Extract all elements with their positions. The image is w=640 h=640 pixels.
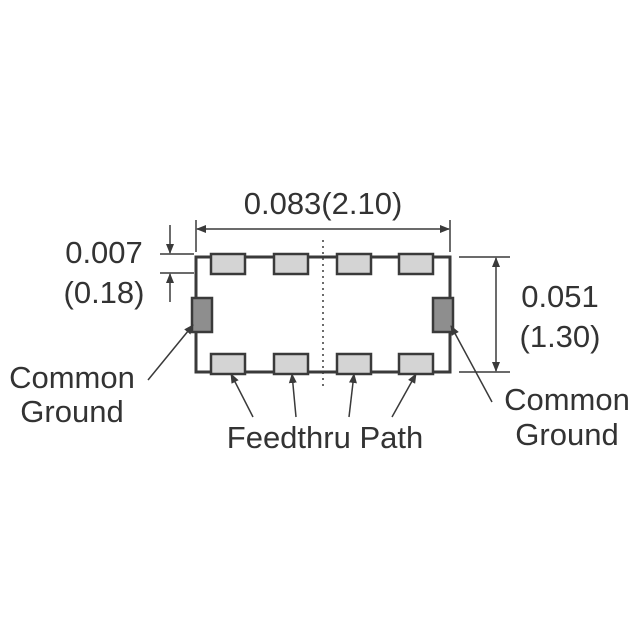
top-pad-4: [397, 252, 435, 276]
left-ground-pad: [190, 296, 214, 334]
top-pad-1: [209, 252, 247, 276]
top-pad-2: [272, 252, 310, 276]
left-ground-leader: [147, 324, 194, 381]
width-label: 0.083(2.10): [244, 186, 403, 221]
right-ground-pad: [431, 296, 455, 334]
right-ground-leader: [450, 325, 493, 403]
right-ground-label-line2: Ground: [515, 417, 618, 452]
left-ground-label-line2: Ground: [20, 394, 123, 429]
gap-inch-label: 0.007: [65, 235, 143, 270]
gap-mm-label: (0.18): [64, 275, 145, 310]
bottom-pad-3: [335, 352, 373, 376]
height-inch-label: 0.051: [521, 279, 599, 314]
left-ground-label-line1: Common: [9, 360, 135, 395]
bottom-pad-1: [209, 352, 247, 376]
feedthru-arrow-3: [348, 373, 357, 418]
feedthru-arrow-2: [288, 373, 297, 418]
top-pad-3: [335, 252, 373, 276]
right-ground-label-line1: Common: [504, 382, 630, 417]
bottom-pad-4: [397, 352, 435, 376]
feedthru-arrow-1: [230, 373, 254, 418]
feedthru-label: Feedthru Path: [227, 420, 423, 455]
feedthru-arrow-4: [391, 373, 417, 418]
height-mm-label: (1.30): [520, 319, 601, 354]
bottom-pad-2: [272, 352, 310, 376]
